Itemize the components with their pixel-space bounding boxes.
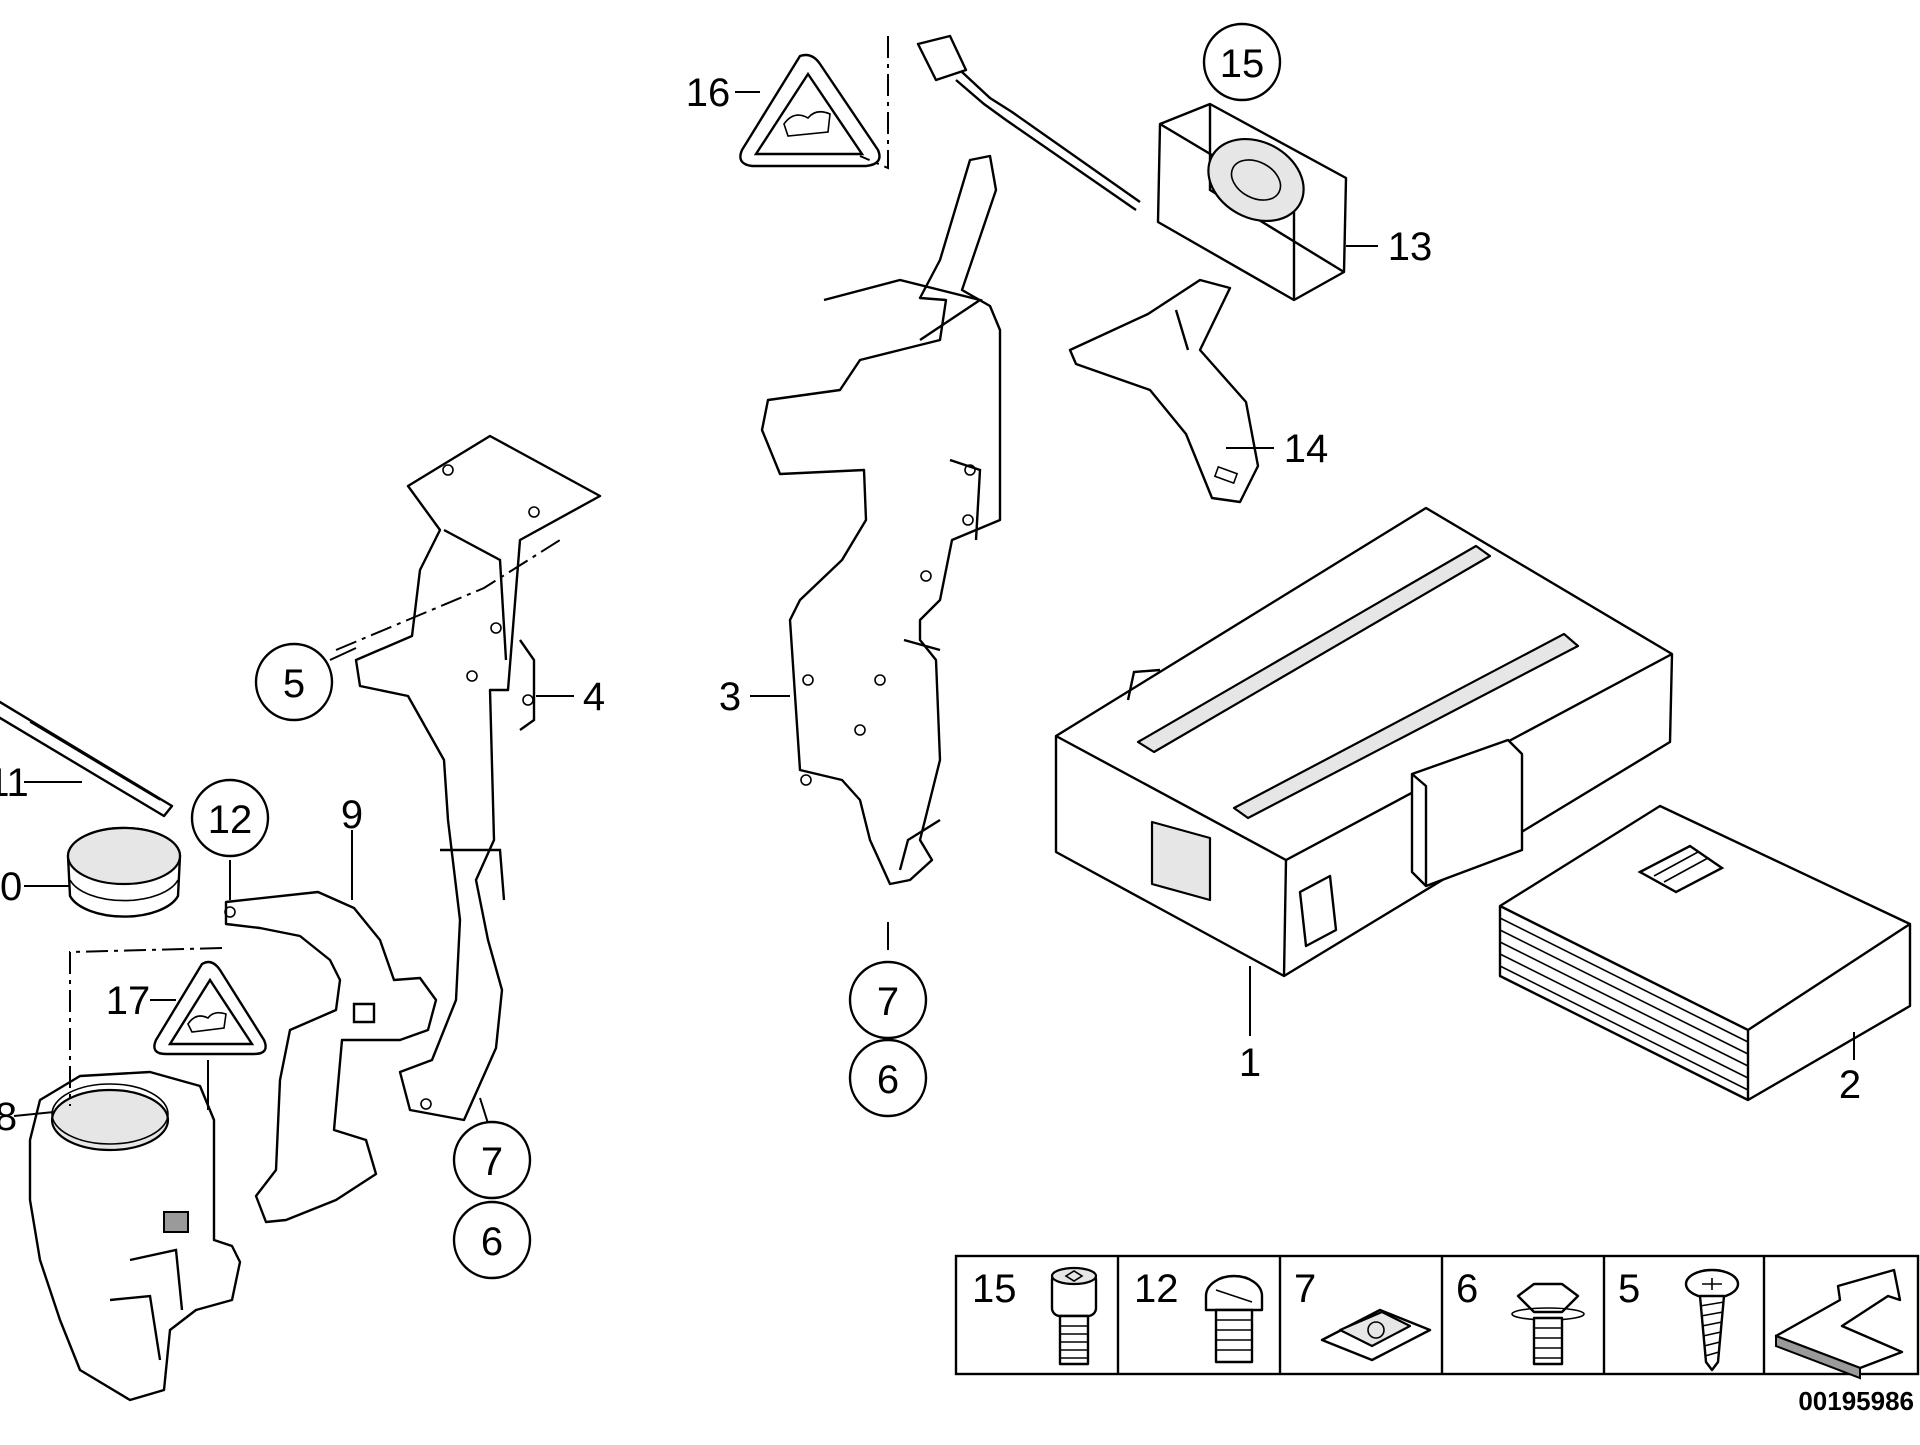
callout-9: 9 — [341, 793, 363, 837]
cooling-fan-icon — [1156, 102, 1348, 302]
svg-text:7: 7 — [877, 980, 899, 1024]
legend-label-12: 12 — [1134, 1267, 1179, 1311]
direction-arrow-icon — [1774, 1268, 1904, 1380]
callout-16: 16 — [686, 71, 731, 115]
svg-text:7: 7 — [481, 1140, 503, 1184]
callout-17: 17 — [106, 979, 151, 1023]
circled-callout-7-center: 7 — [848, 960, 928, 1040]
callout-14: 14 — [1284, 427, 1329, 471]
callout-1: 1 — [1239, 1041, 1261, 1085]
phillips-screw-icon — [1684, 1268, 1740, 1372]
svg-text:6: 6 — [877, 1058, 899, 1102]
legend-label-15: 15 — [972, 1267, 1017, 1311]
svg-text:12: 12 — [208, 798, 253, 842]
socket-cap-screw-icon — [1050, 1266, 1098, 1366]
dashed-connector — [335, 539, 561, 651]
callout-10: 10 — [0, 865, 22, 909]
circled-callout-15: 15 — [1202, 22, 1282, 102]
cable-tie — [0, 700, 174, 818]
svg-text:5: 5 — [283, 662, 305, 706]
svg-text:6: 6 — [481, 1220, 503, 1264]
center-bracket — [760, 154, 1002, 886]
svg-text:15: 15 — [1220, 42, 1265, 86]
oval-head-screw-icon — [1204, 1274, 1264, 1364]
callout-11: 11 — [0, 761, 29, 805]
legend-label-7: 7 — [1294, 1267, 1316, 1311]
diagram-part-number: 00195986 — [1798, 1386, 1914, 1416]
legend-label-5: 5 — [1618, 1267, 1640, 1311]
callout-3: 3 — [719, 675, 741, 719]
callout-13: 13 — [1388, 225, 1433, 269]
clip-nut-icon — [1320, 1308, 1432, 1362]
warning-label-icon — [739, 53, 881, 168]
fan-bracket — [1068, 278, 1260, 504]
left-bracket — [354, 434, 602, 1122]
antenna-module — [28, 1070, 242, 1402]
dashed-connector — [69, 947, 223, 1106]
callout-8: 8 — [0, 1095, 17, 1139]
circled-callout-7-left: 7 — [452, 1120, 532, 1200]
callout-2: 2 — [1839, 1063, 1861, 1107]
legend-label-6: 6 — [1456, 1267, 1478, 1311]
rubber-grommet — [66, 826, 182, 918]
cd-magazine — [1498, 804, 1912, 1102]
hex-bolt-icon — [1511, 1282, 1585, 1366]
warning-label-icon — [153, 960, 267, 1056]
fan-connector-cable — [916, 34, 1141, 211]
cd-changer-unit — [1054, 506, 1674, 978]
circled-callout-6-left: 6 — [452, 1200, 532, 1280]
circled-callout-12: 12 — [190, 778, 270, 858]
circled-callout-5: 5 — [254, 642, 334, 722]
circled-callout-6-center: 6 — [848, 1038, 928, 1118]
dashed-connector — [859, 36, 889, 170]
callout-4: 4 — [583, 675, 605, 719]
support-bracket — [224, 890, 438, 1224]
fastener-legend: 15 12 7 6 — [954, 1254, 1920, 1380]
